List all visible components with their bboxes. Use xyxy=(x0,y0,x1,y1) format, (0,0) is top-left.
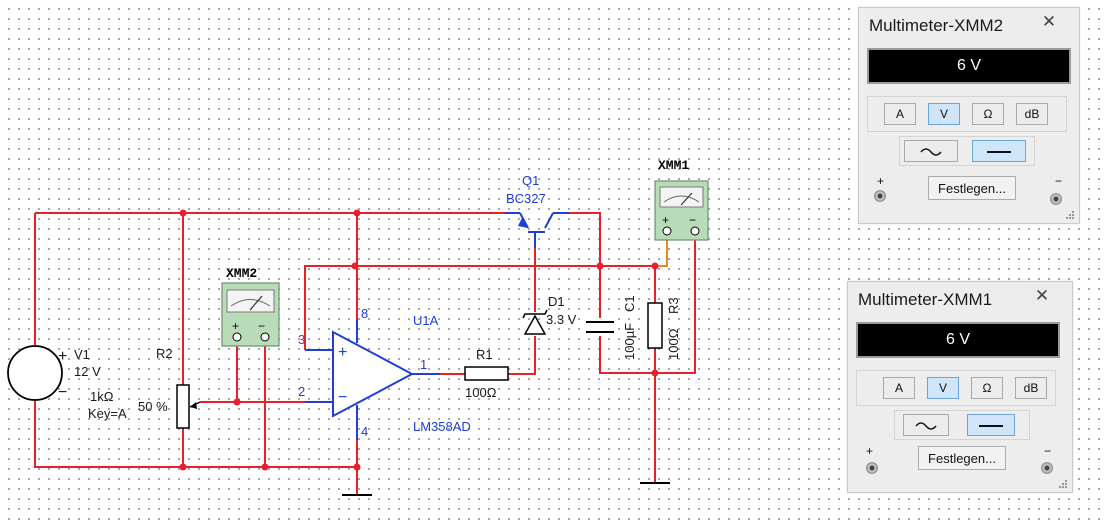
op-amp-u1a[interactable]: + − xyxy=(305,320,440,440)
r1-value: 100Ω xyxy=(465,385,497,400)
probe-wire xyxy=(655,237,668,267)
v1-source[interactable]: + − xyxy=(7,345,67,401)
mode-selector: A V Ω dB xyxy=(856,370,1056,406)
multimeter-xmm2-panel: Multimeter-XMM2 ✕ 6 V A V Ω dB + − Festl… xyxy=(858,7,1080,224)
mode-ampere-button[interactable]: A xyxy=(883,377,915,399)
minus-terminal-label: − xyxy=(1055,174,1063,188)
r2-key: Key=A xyxy=(88,406,127,421)
minus-terminal-label: − xyxy=(1044,444,1052,458)
r2-value: 1kΩ xyxy=(90,389,114,404)
c1-value: 100µF xyxy=(622,323,637,360)
mode-db-button[interactable]: dB xyxy=(1015,377,1047,399)
mode-volt-button[interactable]: V xyxy=(927,377,959,399)
q1-ref: Q1 xyxy=(522,173,539,188)
svg-text:+: + xyxy=(58,348,67,365)
u1-part: LM358AD xyxy=(413,419,471,434)
ac-mode-button[interactable] xyxy=(904,140,958,162)
svg-text:+: + xyxy=(338,344,347,361)
panel-title: Multimeter-XMM1 xyxy=(858,290,993,309)
svg-text:+: + xyxy=(232,319,239,333)
r3-value: 100Ω xyxy=(666,328,681,360)
pin-2: 2 xyxy=(298,384,305,399)
c1-ref: C1 xyxy=(622,295,637,312)
r2-potentiometer[interactable] xyxy=(176,384,201,429)
plus-terminal-label: + xyxy=(877,174,885,188)
u1-ref: U1A xyxy=(413,313,439,328)
r3-resistor[interactable] xyxy=(647,302,663,349)
svg-text:−: − xyxy=(338,389,347,406)
pin-8: 8 xyxy=(361,306,368,321)
settings-button[interactable]: Festlegen... xyxy=(918,446,1006,470)
r1-resistor[interactable] xyxy=(464,366,509,381)
dc-mode-button[interactable] xyxy=(967,414,1015,436)
dc-line-icon xyxy=(979,424,1003,427)
ac-mode-button[interactable] xyxy=(903,414,949,436)
q1-part: BC327 xyxy=(506,191,546,206)
signal-type-selector xyxy=(894,410,1030,440)
plus-terminal[interactable] xyxy=(874,190,886,202)
mode-ohm-button[interactable]: Ω xyxy=(972,103,1004,125)
xmm1-label: XMM1 xyxy=(658,158,689,173)
dc-line-icon xyxy=(987,150,1011,153)
q1-transistor[interactable] xyxy=(505,212,570,248)
d1-value: 3.3 V xyxy=(546,312,577,327)
xmm1-meter-icon[interactable]: + − xyxy=(654,180,709,241)
mode-volt-button[interactable]: V xyxy=(928,103,960,125)
junctions xyxy=(179,209,659,471)
reading-display: 6 V xyxy=(856,322,1060,358)
minus-terminal[interactable] xyxy=(1050,193,1062,205)
plus-terminal-label: + xyxy=(866,444,874,458)
dc-mode-button[interactable] xyxy=(972,140,1026,162)
r1-ref: R1 xyxy=(476,347,493,362)
ac-wave-icon xyxy=(920,148,942,156)
xmm2-label: XMM2 xyxy=(226,266,257,281)
ac-wave-icon xyxy=(915,422,937,430)
svg-text:−: − xyxy=(258,319,265,333)
reading-display: 6 V xyxy=(867,48,1071,84)
multimeter-xmm1-panel: Multimeter-XMM1 ✕ 6 V A V Ω dB + − Festl… xyxy=(847,281,1073,493)
minus-terminal[interactable] xyxy=(1041,462,1053,474)
panel-title: Multimeter-XMM2 xyxy=(869,16,1004,35)
close-button[interactable]: ✕ xyxy=(1020,284,1064,308)
r2-ref: R2 xyxy=(156,346,173,361)
settings-button[interactable]: Festlegen... xyxy=(928,176,1016,200)
r3-ref: R3 xyxy=(666,297,681,314)
resize-grip-icon[interactable] xyxy=(1058,479,1068,489)
c1-capacitor[interactable] xyxy=(586,318,614,336)
pin-3: 3 xyxy=(298,332,305,347)
mode-db-button[interactable]: dB xyxy=(1016,103,1048,125)
pin-4: 4 xyxy=(361,424,368,439)
v1-value: 12 V xyxy=(74,364,101,379)
plus-terminal[interactable] xyxy=(866,462,878,474)
d1-ref: D1 xyxy=(548,294,565,309)
svg-text:−: − xyxy=(58,384,67,401)
resize-grip-icon[interactable] xyxy=(1065,210,1075,220)
close-button[interactable]: ✕ xyxy=(1027,10,1071,34)
mode-selector: A V Ω dB xyxy=(867,96,1067,132)
svg-text:+: + xyxy=(662,213,669,227)
signal-type-selector xyxy=(899,136,1035,166)
v1-ref: V1 xyxy=(74,347,90,362)
mode-ampere-button[interactable]: A xyxy=(884,103,916,125)
r2-percent: 50 % xyxy=(138,399,168,414)
svg-text:−: − xyxy=(689,213,696,227)
d1-zener-diode[interactable] xyxy=(522,309,548,335)
mode-ohm-button[interactable]: Ω xyxy=(971,377,1003,399)
xmm2-meter-icon[interactable]: + − xyxy=(221,282,280,347)
pin-1: 1 xyxy=(420,357,427,372)
